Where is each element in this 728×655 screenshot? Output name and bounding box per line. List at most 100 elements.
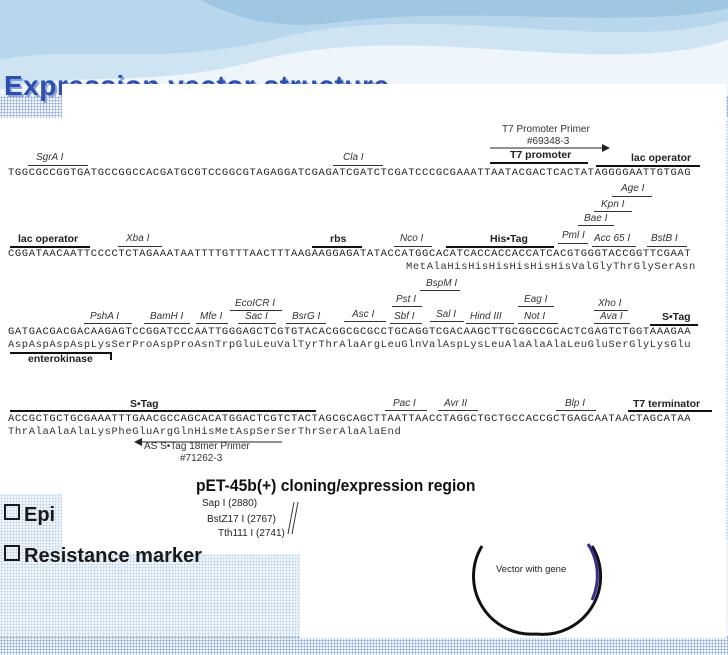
bspmi-site: BspM I (426, 278, 458, 289)
blpi-line (556, 410, 596, 411)
ncoi-line (394, 246, 432, 247)
noti-site: Not I (524, 311, 546, 322)
hindiii-line (466, 323, 514, 324)
t7-primer-arrow (490, 144, 610, 152)
ecoicri-site: EcoICR I (235, 298, 276, 309)
enterokinase-bar (10, 352, 112, 354)
lac-operator-label-1: lac operator (631, 152, 692, 164)
mfei-site: Mfe I (200, 311, 223, 322)
s-tag-label-2: S•Tag (130, 398, 159, 410)
enterokinase-label: enterokinase (28, 353, 93, 365)
row1-sequence: TGGCGCCGGTGATGCCGGCCACGATGCGTCCGGCGTAGAG… (8, 167, 692, 179)
t7-promoter-bar (490, 162, 588, 164)
bstbi-line (647, 246, 687, 247)
sbfi-site: Sbf I (394, 311, 415, 322)
paci-site: Pac I (393, 398, 416, 409)
asci-site: Asc I (352, 309, 375, 320)
xbai-line (118, 246, 162, 247)
xbai-site: Xba I (126, 233, 150, 244)
acc65i-site: Acc 65 I (594, 233, 631, 244)
lower-site-markers (287, 501, 299, 535)
agei-line (612, 196, 652, 197)
vector-label: Vector with gene (496, 564, 567, 575)
clai-site: Cla I (343, 152, 364, 163)
clai-line (333, 165, 383, 166)
bamhi-site: BamH I (150, 311, 184, 322)
s-tag-label-1: S•Tag (662, 311, 691, 323)
sali-line (430, 321, 464, 322)
bullet-checkbox-icon (4, 504, 20, 520)
row2-sequence: CGGATAACAATTCCCCTCTAGAAATAATTTTGTTTAACTT… (8, 248, 692, 260)
s-tag-bar-2 (10, 410, 316, 412)
sgrai-site: SgrA I (36, 152, 64, 163)
sapi-site: Sap I (2880) (202, 498, 258, 509)
avai-line (594, 323, 630, 324)
wave-decoration (0, 0, 728, 90)
psti-site: Pst I (396, 294, 417, 305)
map-fill-bottom (62, 494, 726, 554)
eagi-site: Eag I (524, 294, 548, 305)
xhoi-line (594, 310, 628, 311)
saci-site: Sac I (245, 311, 268, 322)
acc65i-line (592, 246, 636, 247)
xhoi-site: Xho I (598, 298, 622, 309)
t7-terminator-label: T7 terminator (633, 398, 701, 410)
pmli-line (558, 243, 588, 244)
map-fill-lower (300, 554, 726, 638)
avrii-line (438, 410, 478, 411)
row4-sequence: ACCGCTGCTGCGAAATTTGAACGCCAGCACATGGACTCGT… (8, 413, 692, 425)
row2-protein: MetAlaHisHisHisHisHisHisValGlyThrGlySerA… (406, 261, 696, 273)
psti-line (392, 306, 422, 307)
vector-circle (472, 543, 603, 636)
as-stag-primer-number: #71262-3 (180, 453, 223, 464)
baei-site: Bae I (584, 213, 608, 224)
rbs-bar (312, 246, 362, 248)
sgrai-line (28, 165, 88, 166)
ecoicri-line (230, 310, 282, 311)
sali-site: Sal I (436, 309, 457, 320)
bsrgi-site: BsrG I (292, 311, 321, 322)
ncoi-site: Nco I (400, 233, 424, 244)
t7-promoter-label: T7 promoter (510, 149, 572, 161)
asci-line (344, 321, 386, 322)
t7-promoter-primer-number: #69348-3 (527, 136, 570, 147)
baei-line (578, 225, 614, 226)
bstz17i-site: BstZ17 I (2767) (207, 514, 276, 525)
t7-terminator-bar (628, 410, 712, 412)
cloning-map (62, 84, 726, 494)
row3-sequence: GATGACGACGACAAGAGTCCGGATCCCAATTGGGAGCTCG… (8, 326, 692, 338)
lac-operator-label-2: lac operator (18, 233, 79, 245)
sbfi-line (390, 323, 422, 324)
noti-line (518, 323, 558, 324)
bstbi-site: BstB I (651, 233, 678, 244)
paci-line (385, 410, 427, 411)
bsrgi-line (286, 323, 326, 324)
bspmi-line (420, 290, 460, 291)
rbs-label: rbs (330, 233, 347, 245)
avai-site: Ava I (600, 311, 623, 322)
bullet-epi: Epi (4, 504, 55, 527)
bullet-epi-text: Epi (24, 504, 56, 526)
pmli-site: Pml I (562, 230, 585, 241)
cloning-region-title: pET-45b(+) cloning/expression region (196, 476, 476, 495)
lac-operator-bar-2 (10, 246, 90, 248)
t7-promoter-primer-label: T7 Promoter Primer (502, 124, 590, 135)
agei-site: Age I (621, 183, 645, 194)
his-tag-label: His•Tag (490, 233, 528, 245)
as-stag-primer-label: AS S•Tag 18mer Primer (144, 441, 250, 452)
kpni-site: Kpn I (601, 199, 625, 210)
mfei-line (196, 323, 228, 324)
row4-protein: ThrAlaAlaAlaLysPheGluArgGlnHisMetAspSerS… (8, 426, 402, 438)
bamhi-line (144, 323, 190, 324)
his-tag-bar (446, 246, 554, 248)
as-stag-primer-arrow (134, 438, 282, 446)
s-tag-bar-1 (650, 324, 698, 326)
bullet-checkbox-icon (4, 545, 20, 561)
row3-protein: AspAspAspAspLysSerProAspProAsnTrpGluLeuV… (8, 339, 692, 351)
eagi-line (518, 306, 554, 307)
enterokinase-tick (110, 352, 112, 360)
hindiii-site: Hind III (470, 311, 502, 322)
psha-line (84, 323, 132, 324)
kpni-line (594, 211, 632, 212)
blpi-site: Blp I (565, 398, 586, 409)
